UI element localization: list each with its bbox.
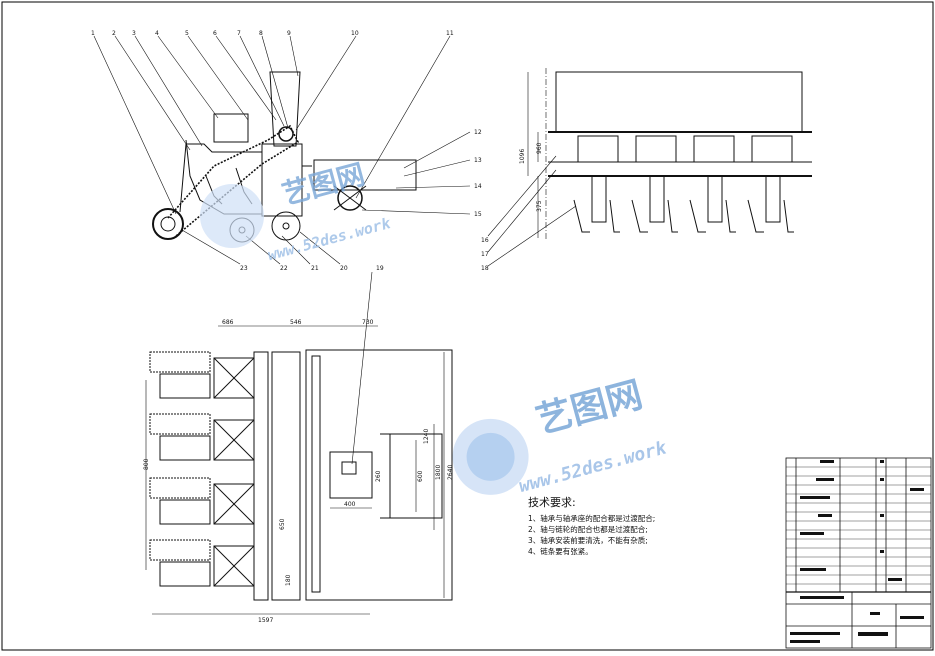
dim-400: 400: [344, 501, 356, 508]
metering-unit-3: [689, 135, 736, 233]
dim-1800: 1800: [435, 465, 442, 480]
callout-5: 5: [185, 30, 189, 37]
dim-546: 546: [290, 319, 302, 326]
dim-1240: 1240: [423, 429, 430, 444]
row-unit-3: [149, 477, 255, 525]
dim-960: 960: [536, 142, 543, 154]
fertilizer-box: [213, 113, 249, 143]
front-view-labels: 1096 960 375 16 17 18: [481, 142, 543, 272]
callout-12: 12: [474, 129, 482, 136]
row-unit-1: [149, 351, 255, 399]
callout-23: 23: [240, 265, 248, 272]
watermark-brand-1: 艺图网: [279, 157, 369, 211]
title-block: [785, 457, 932, 649]
dim-800: 800: [143, 458, 150, 470]
dim-600: 600: [417, 470, 424, 482]
rotary-tiller-box: [313, 159, 417, 191]
callout-16: 16: [481, 237, 489, 244]
watermark-brand-2: 艺图网: [532, 374, 647, 442]
callout-4: 4: [155, 30, 159, 37]
callout-13: 13: [474, 157, 482, 164]
callout-10: 10: [351, 30, 359, 37]
ground-wheel: [152, 208, 184, 240]
callout-7: 7: [237, 30, 241, 37]
callout-22: 22: [280, 265, 288, 272]
front-view: [487, 68, 812, 267]
metering-unit-4: [747, 135, 794, 233]
dim-2640: 2640: [447, 465, 454, 480]
watermark-center: 艺图网 www.52des.work: [452, 374, 670, 497]
tech-req-title: 技术要求:: [528, 496, 576, 509]
side-view-callouts: 1 2 3 4 5 6 7 8 9 10 11 12 13 14 15 20 2…: [91, 30, 482, 272]
callout-8: 8: [259, 30, 263, 37]
dim-730: 730: [362, 319, 374, 326]
callout-11: 11: [446, 30, 454, 37]
tech-req-item-4: 4、链条要有张紧。: [528, 547, 593, 556]
callout-19: 19: [376, 265, 384, 272]
callout-3: 3: [132, 30, 136, 37]
callout-17: 17: [481, 251, 489, 258]
control-box: [329, 451, 373, 499]
technical-requirements: 技术要求: 1、轴承与轴承座的配合都是过渡配合; 2、轴与链轮的配合也都是过渡配…: [528, 494, 768, 557]
top-view-labels: 686 546 730 1597 400 2640 1800 1240 600 …: [143, 265, 454, 624]
dim-375: 375: [536, 200, 543, 212]
callout-18: 18: [481, 265, 489, 272]
rotary-blade-hub: [337, 185, 363, 211]
watermark-url-2: www.52des.work: [517, 437, 670, 497]
side-view: [93, 35, 471, 265]
callout-21: 21: [311, 265, 319, 272]
parts-list: [785, 457, 932, 649]
tech-req-item-1: 1、轴承与轴承座的配合都是过渡配合;: [528, 514, 656, 523]
drive-chain: [167, 124, 300, 237]
callout-15: 15: [474, 211, 482, 218]
metering-unit-2: [631, 135, 678, 233]
row-unit-4: [149, 539, 255, 587]
callout-20: 20: [340, 265, 348, 272]
upper-sprocket: [278, 126, 294, 142]
dim-686: 686: [222, 319, 234, 326]
tech-req-item-2: 2、轴与链轮的配合也都是过渡配合;: [528, 525, 648, 534]
callout-1: 1: [91, 30, 95, 37]
tech-req-item-3: 3、轴承安装前要清洗，不能有杂质;: [528, 536, 648, 545]
callout-2: 2: [112, 30, 116, 37]
metering-unit-1: [573, 135, 620, 233]
dim-650: 650: [279, 518, 286, 530]
dim-260: 260: [375, 470, 382, 482]
hopper-front: [555, 71, 803, 133]
callout-9: 9: [287, 30, 291, 37]
dim-1597: 1597: [258, 617, 273, 624]
tiller-frame: [305, 349, 453, 601]
dim-180: 180: [285, 574, 292, 586]
callout-6: 6: [213, 30, 217, 37]
seed-hopper: [269, 71, 301, 147]
top-view: [145, 271, 453, 615]
row-unit-2: [149, 413, 255, 461]
callout-14: 14: [474, 183, 482, 190]
dim-1096: 1096: [519, 149, 526, 164]
